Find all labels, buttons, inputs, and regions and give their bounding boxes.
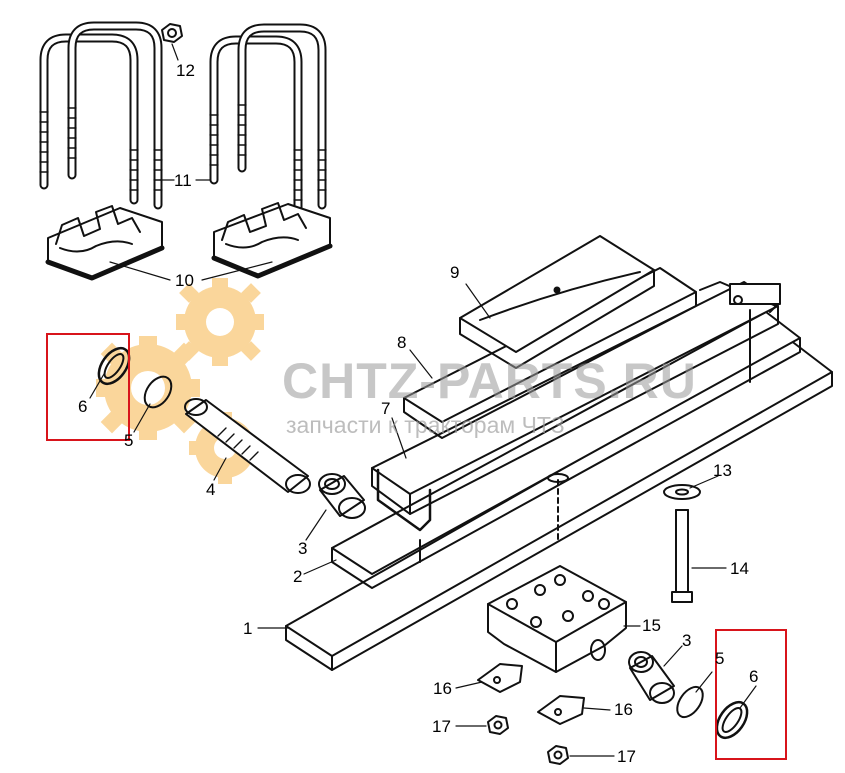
callout-4: 4 (206, 480, 216, 499)
spring-leaf-9 (459, 235, 655, 369)
nut-17a (487, 715, 509, 735)
leader-lines (89, 43, 757, 757)
callout-16-a: 16 (433, 679, 452, 698)
highlight-box-right (715, 629, 787, 760)
callout-1: 1 (243, 619, 253, 638)
bracket-15 (487, 565, 627, 673)
lock-plate-16b (537, 695, 585, 725)
callout-6-left: 6 (78, 397, 88, 416)
callout-5-left: 5 (124, 431, 134, 450)
washer-13 (663, 484, 701, 500)
callout-8: 8 (397, 333, 407, 352)
nut-12 (161, 23, 183, 43)
ring-5-right (676, 685, 704, 719)
callout-3-left: 3 (298, 539, 308, 558)
callout-14: 14 (730, 559, 749, 578)
u-bolt-left (39, 21, 163, 210)
callout-6-right: 6 (749, 667, 759, 686)
watermark-title: CHTZ-PARTS.RU (282, 353, 697, 409)
nut-17b (547, 745, 569, 765)
pin-4 (184, 398, 311, 494)
clamp-plate-right (211, 202, 333, 279)
callout-9: 9 (450, 263, 460, 282)
bolt-14 (671, 509, 693, 603)
callout-3-right: 3 (682, 631, 692, 650)
callout-10: 10 (175, 271, 194, 290)
washer-6-left (97, 346, 131, 386)
callout-17-b: 17 (617, 747, 636, 766)
spring-leaf-2 (331, 311, 801, 589)
callout-13: 13 (713, 461, 732, 480)
spring-clip (376, 281, 781, 563)
u-bolt-right (209, 23, 327, 227)
callout-15: 15 (642, 616, 661, 635)
watermark-subtitle: запчасти к тракторам ЧТЗ (286, 412, 565, 438)
callout-12: 12 (176, 61, 195, 80)
highlight-box-left (46, 333, 130, 441)
spring-leaf-7 (371, 281, 779, 515)
callout-17-a: 17 (432, 717, 451, 736)
clamp-plate-left (45, 205, 165, 281)
callout-5-right: 5 (715, 649, 725, 668)
bushing-3-left (318, 473, 366, 519)
callout-2: 2 (293, 567, 303, 586)
callout-7: 7 (381, 399, 391, 418)
lock-plate-16a (477, 663, 523, 693)
bushing-3-right (628, 651, 675, 704)
gear-logo-icon (96, 278, 264, 484)
callout-11: 11 (174, 171, 192, 190)
callout-16-b: 16 (614, 700, 633, 719)
